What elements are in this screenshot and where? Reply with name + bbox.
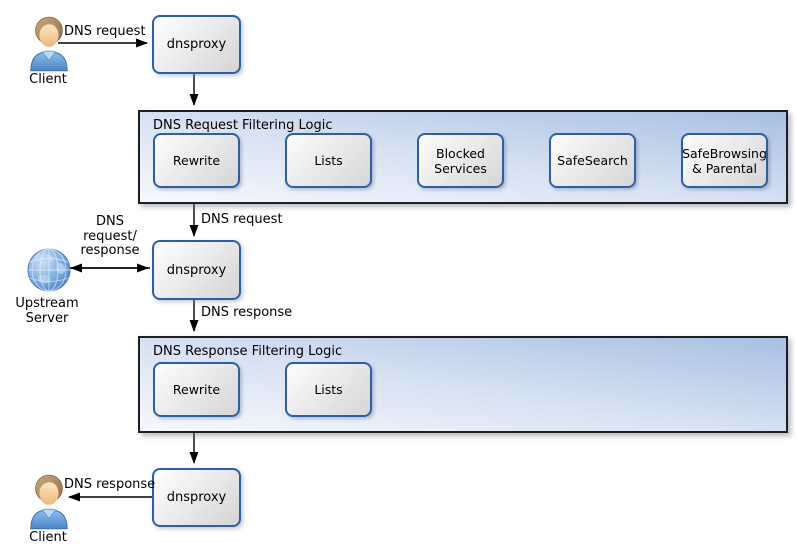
step-rewrite-response: Rewrite xyxy=(153,362,240,417)
dnsproxy-top-node: dnsproxy xyxy=(152,15,241,74)
response-filtering-container: DNS Response Filtering Logic xyxy=(138,336,788,433)
step-safebrowsing-parental-label: SafeBrowsing & Parental xyxy=(682,145,767,176)
step-rewrite-request-label: Rewrite xyxy=(172,153,221,168)
upstream-server-icon xyxy=(26,247,72,293)
client-top-icon xyxy=(26,14,72,72)
dnsproxy-top-label: dnsproxy xyxy=(166,37,227,52)
dnsproxy-middle-label: dnsproxy xyxy=(166,262,227,278)
edge-label-client-request: DNS request xyxy=(64,24,146,39)
step-safebrowsing-parental: SafeBrowsing & Parental xyxy=(681,133,768,188)
request-filtering-title: DNS Request Filtering Logic xyxy=(153,118,333,133)
edge-label-dns-response-bottom: DNS response xyxy=(64,477,156,492)
dnsproxy-middle-node: dnsproxy xyxy=(152,240,241,300)
step-lists-request-label: Lists xyxy=(314,153,343,168)
edge-label-dns-request-mid: DNS request xyxy=(201,212,283,227)
step-lists-request: Lists xyxy=(285,133,372,188)
edge-label-upstream-exchange: DNS request/ response xyxy=(80,214,140,259)
edge-label-dns-response-mid: DNS response xyxy=(201,305,293,320)
step-safesearch-label: SafeSearch xyxy=(557,153,628,168)
dnsproxy-bottom-label: dnsproxy xyxy=(166,490,227,505)
response-filtering-title: DNS Response Filtering Logic xyxy=(153,344,343,359)
upstream-server-label: Upstream Server xyxy=(15,296,79,326)
step-safesearch: SafeSearch xyxy=(549,133,636,188)
step-rewrite-response-label: Rewrite xyxy=(172,382,221,397)
step-rewrite-request: Rewrite xyxy=(153,133,240,188)
step-blocked-services-label: Blocked Services xyxy=(434,145,487,176)
dnsproxy-bottom-node: dnsproxy xyxy=(152,468,241,527)
step-blocked-services: Blocked Services xyxy=(417,133,504,188)
step-lists-response-label: Lists xyxy=(314,382,343,397)
client-top-label: Client xyxy=(29,72,67,87)
step-lists-response: Lists xyxy=(285,362,372,417)
client-bottom-icon xyxy=(26,472,72,530)
client-bottom-label: Client xyxy=(29,530,67,545)
